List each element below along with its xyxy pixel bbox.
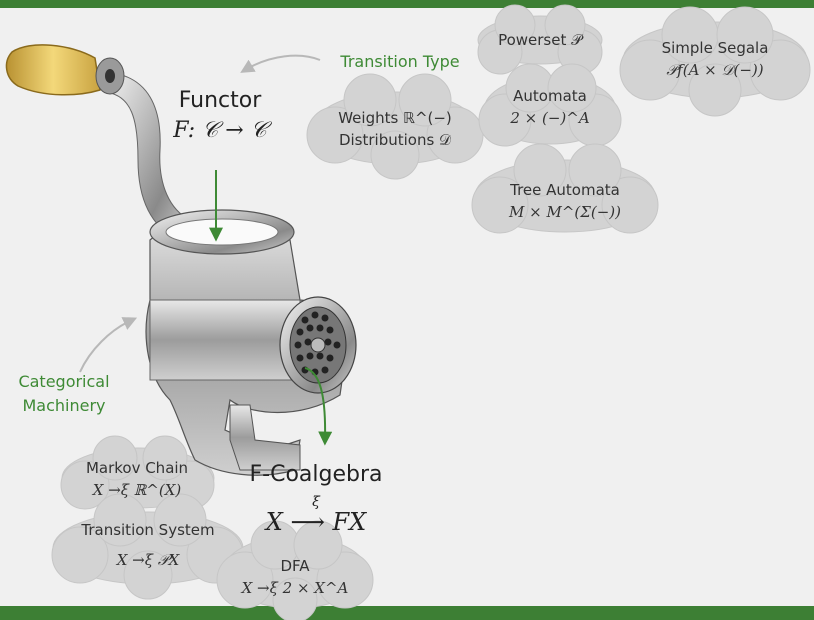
distributions-label: Distributions 𝒟 — [315, 130, 475, 150]
coalgebra-formula: X ⟶ FX — [236, 508, 396, 536]
tree-automata-label: Tree Automata — [475, 180, 655, 200]
transition-system-label: Transition System — [58, 520, 238, 540]
categorical-machinery-label-line2: Machinery — [0, 396, 128, 415]
coalgebra-title: F-Coalgebra — [236, 462, 396, 487]
cloud-transition-system — [52, 494, 243, 599]
automata-formula: 2 × (−)^A — [485, 108, 615, 128]
transition-type-arrow — [245, 56, 320, 70]
dfa-formula: X →ξ 2 × X^A — [228, 578, 362, 598]
markov-chain-formula: X →ξ ℝ^(X) — [62, 480, 212, 500]
markov-chain-label: Markov Chain — [62, 458, 212, 478]
categorical-machinery-arrow — [80, 320, 132, 372]
coalgebra-xi: ξ — [236, 494, 396, 510]
functor-formula: F: 𝒞 → 𝒞 — [150, 118, 290, 143]
functor-title: Functor — [150, 88, 290, 113]
transition-type-label: Transition Type — [320, 52, 480, 71]
powerset-label: Powerset 𝒫 — [478, 30, 602, 50]
automata-label: Automata — [485, 86, 615, 106]
dfa-label: DFA — [228, 556, 362, 576]
simple-segala-label: Simple Segala — [625, 38, 805, 58]
categorical-machinery-label-line1: Categorical — [0, 372, 128, 391]
tree-automata-formula: M × M^(Σ(−)) — [475, 202, 655, 222]
transition-system-formula: X →ξ 𝒫X — [58, 550, 238, 570]
weights-label: Weights ℝ^(−) — [315, 108, 475, 128]
simple-segala-formula: 𝒫f(A × 𝒟(−)) — [625, 60, 805, 80]
